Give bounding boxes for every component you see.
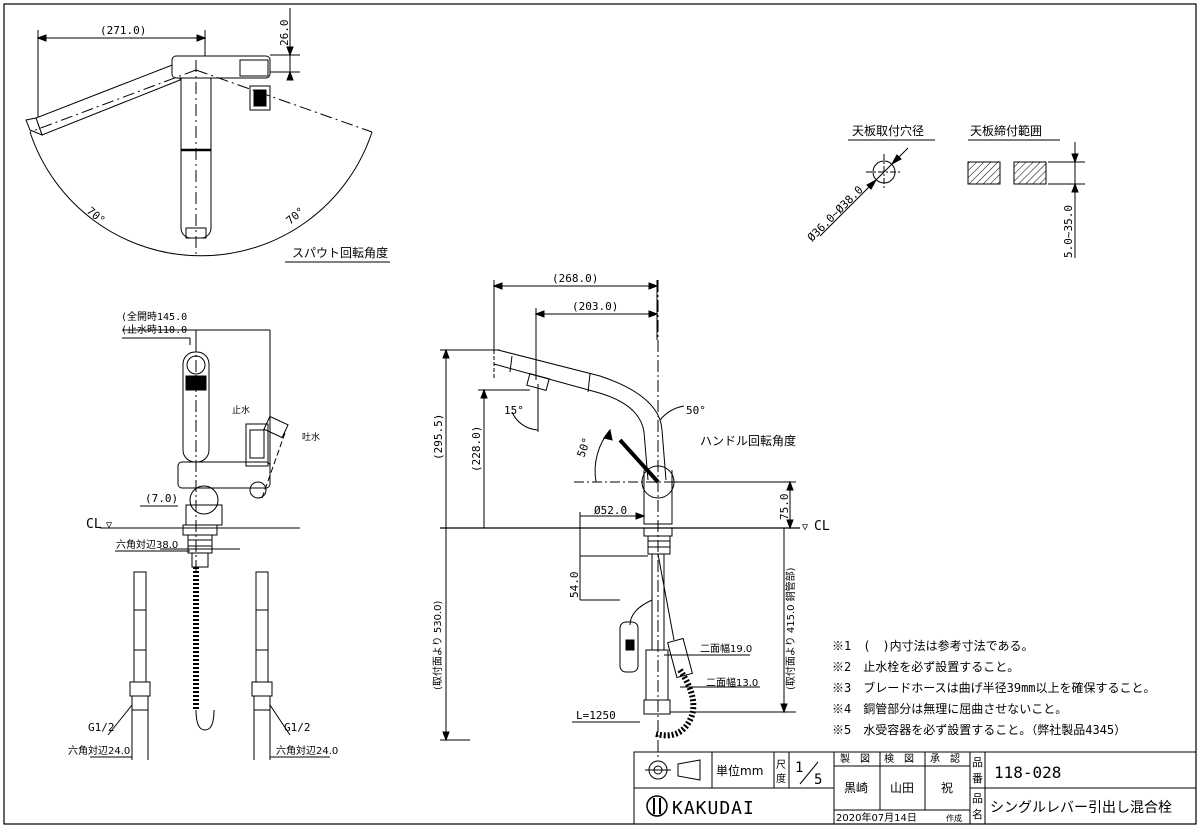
front-dim-2955: (295.5): [432, 414, 445, 460]
side-hex-right: 六角対辺24.0: [276, 744, 338, 757]
tb-part-no-label-2: 番: [972, 772, 983, 785]
front-angle-50-top: 50°: [686, 404, 706, 417]
note-1: ※1 ( )内寸法は参考寸法である。: [832, 638, 1034, 653]
front-cl-label: CL: [814, 519, 830, 534]
side-nut-dim: 六角対辺38.0: [116, 538, 178, 551]
side-hex-left: 六角対辺24.0: [68, 744, 130, 757]
notes: ※1 ( )内寸法は参考寸法である。 ※2 止水栓を必ず設置すること。 ※3 ブ…: [832, 638, 1156, 737]
top-angle-left: 70°: [84, 204, 108, 227]
top-width-dim: (271.0): [100, 24, 146, 37]
clamp-spec-label: 天板締付範囲: [970, 123, 1042, 138]
tb-col-approve: 承 認: [930, 752, 960, 765]
side-label-flow: 吐水: [302, 431, 320, 443]
front-dim-415: (取付面より 415.0 銅管部): [784, 567, 797, 690]
tb-scale-label2: 度: [776, 772, 786, 785]
top-view-caption: スパウト回転角度: [292, 245, 388, 260]
front-width-13: 二面幅13.0: [706, 676, 758, 689]
tb-scale-den: 5: [814, 772, 822, 788]
hole-spec-drawing: [819, 139, 935, 237]
tb-name-label-2: 名: [972, 807, 983, 821]
tb-approver: 祝: [941, 781, 953, 795]
note-3: ※3 ブレードホースは曲げ半径39mm以上を確保すること。: [832, 680, 1156, 695]
note-4: ※4 銅管部分は無理に屈曲させないこと。: [832, 701, 1067, 716]
clamp-spec-drawing: [967, 139, 1085, 258]
hole-spec-label: 天板取付穴径: [852, 123, 924, 138]
front-dim-268: (268.0): [552, 272, 598, 285]
note-5: ※5 水受容器を必ず設置すること。（弊社製品4345）: [832, 722, 1126, 737]
front-dim-530: (取付面より 530.0): [431, 600, 444, 690]
front-angle-50-left: 50°: [575, 436, 594, 459]
tb-brand: KAKUDAI: [672, 798, 755, 819]
side-label-stop: 止水: [232, 404, 250, 416]
top-height-dim: 26.0: [278, 20, 291, 47]
front-dim-203: (203.0): [572, 300, 618, 313]
tb-col-draw: 製 図: [840, 752, 870, 765]
tb-date: 2020年07月14日: [836, 811, 917, 824]
side-cl-mark: ▽: [106, 520, 112, 531]
tb-drawer: 黒崎: [844, 781, 868, 795]
front-dim-54: 54.0: [568, 572, 581, 599]
tb-part-no: 118-028: [994, 763, 1061, 782]
front-handle-caption: ハンドル回転角度: [700, 433, 796, 448]
front-angle-15: 15°: [504, 404, 524, 417]
front-view: [440, 280, 800, 760]
front-dia-52: Ø52.0: [594, 504, 627, 517]
front-cl-mark: ▽: [802, 522, 808, 533]
tb-scale-num: 1: [795, 760, 803, 776]
tb-scale-label: 尺: [776, 759, 786, 771]
tb-date-suffix: 作成: [946, 813, 962, 823]
note-2: ※2 止水栓を必ず設置すること。: [832, 659, 1019, 674]
tb-part-no-label-1: 品: [972, 756, 983, 769]
side-thread-right: G1/2: [284, 721, 311, 734]
tb-name-label-1: 品: [972, 792, 983, 805]
hole-spec-dim: Ø36.0~Ø38.0: [805, 183, 866, 244]
front-hose-len: L=1250: [576, 709, 616, 722]
tb-unit: 単位mm: [716, 763, 763, 778]
side-dim-7: (7.0): [145, 492, 178, 505]
side-cl-label: CL: [86, 517, 102, 532]
tb-col-check: 検 図: [884, 752, 914, 765]
front-width-19: 二面幅19.0: [700, 642, 752, 655]
front-dim-228: (228.0): [470, 426, 483, 472]
tb-name: シングルレバー引出し混合栓: [990, 800, 1172, 816]
tb-checker: 山田: [890, 781, 914, 795]
side-dim-stop: (止水時110.0: [121, 324, 187, 336]
front-dim-75: 75.0: [778, 494, 791, 521]
side-thread-left: G1/2: [88, 721, 115, 734]
sheet-border: [3, 3, 1197, 825]
side-view: [90, 329, 330, 760]
clamp-spec-dim: 5.0~35.0: [1062, 205, 1075, 258]
title-block: [633, 751, 1197, 825]
side-dim-total: (全開時145.0: [121, 310, 187, 323]
top-view: [25, 8, 390, 263]
